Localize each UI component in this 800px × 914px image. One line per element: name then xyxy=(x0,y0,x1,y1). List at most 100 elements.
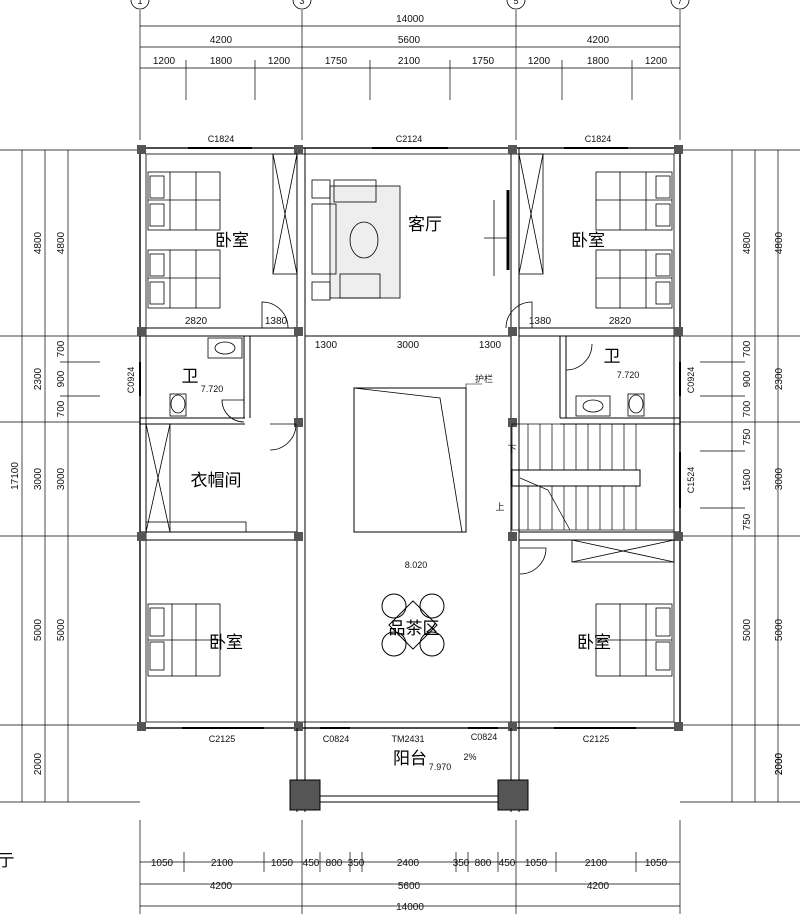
dim-side-inner: 900 xyxy=(56,370,67,387)
dim-bottom-row1: 450 xyxy=(499,858,516,869)
level-mark: 7.720 xyxy=(201,384,224,394)
room-bedroom-bottom-right: 卧室 xyxy=(577,633,611,653)
dim-top-row2: 4200 xyxy=(210,35,233,46)
dim-top-row3: 1200 xyxy=(268,56,291,67)
room-tea: 品茶区 xyxy=(389,619,440,639)
dim-side-inner: 700 xyxy=(56,400,67,417)
stair-down-label: 下 xyxy=(507,444,516,454)
dim-top-row3: 1800 xyxy=(210,56,233,67)
dim-top-row3: 1200 xyxy=(153,56,176,67)
axis-label: 5 xyxy=(513,0,518,6)
dim-side-inner: 5000 xyxy=(56,618,67,641)
window-label: C2125 xyxy=(209,734,236,744)
dim-bottom-row1: 800 xyxy=(475,858,492,869)
rail-label: 护栏 xyxy=(475,373,493,384)
stair-up-label: 上 xyxy=(495,502,504,512)
dim-side-outer: 2000 xyxy=(774,752,785,775)
room-living: 客厅 xyxy=(408,215,442,235)
dim-bottom-row1: 1050 xyxy=(151,858,174,869)
dim-side-inner: 3000 xyxy=(56,467,67,490)
dim-side-inner: 5000 xyxy=(742,618,753,641)
cut-off-text: 亍 xyxy=(0,851,15,871)
dim-interior: 1300 xyxy=(479,340,502,351)
dim-side-inner: 4800 xyxy=(56,231,67,254)
axis-label: 7 xyxy=(677,0,682,6)
dim-bottom-row1: 350 xyxy=(453,858,470,869)
door-label: TM2431 xyxy=(391,734,424,744)
axis-label: 3 xyxy=(299,0,304,6)
dim-top-row3: 1200 xyxy=(528,56,551,67)
room-closet: 衣帽间 xyxy=(191,471,242,491)
dim-bottom-row1: 450 xyxy=(303,858,320,869)
dim-top-row3: 1750 xyxy=(325,56,348,67)
dim-bottom-row1: 350 xyxy=(348,858,365,869)
dim-side-inner: 2000 xyxy=(774,752,785,775)
stair-void xyxy=(353,383,482,533)
bottom-dimensions xyxy=(139,820,681,914)
room-bath-right: 卫 xyxy=(604,347,621,367)
bath-fixtures xyxy=(169,337,645,417)
dim-top-row3: 1200 xyxy=(645,56,668,67)
dim-interior: 2820 xyxy=(609,316,632,327)
dim-bottom-row1: 2400 xyxy=(397,858,420,869)
dim-bottom-row2: 4200 xyxy=(210,881,233,892)
tea-set xyxy=(381,593,445,657)
room-bedroom-top-right: 卧室 xyxy=(571,231,605,251)
window-label: C0824 xyxy=(323,734,350,744)
dim-side-outer: 2000 xyxy=(33,752,44,775)
window-label: C0924 xyxy=(686,367,696,394)
living-furniture xyxy=(311,179,510,301)
dim-top-row2: 4200 xyxy=(587,35,610,46)
slope-mark: 2% xyxy=(463,752,476,762)
dim-bottom-row1: 2100 xyxy=(211,858,234,869)
dim-top-row2: 5600 xyxy=(398,35,421,46)
window-label: C2125 xyxy=(583,734,610,744)
dim-interior: 1380 xyxy=(529,316,552,327)
dim-side-inner: 900 xyxy=(742,370,753,387)
dim-top-total: 14000 xyxy=(396,14,424,25)
dim-side-outer: 4800 xyxy=(774,231,785,254)
dim-side-inner: 750 xyxy=(742,513,753,530)
dim-top-row3: 2100 xyxy=(398,56,421,67)
dim-bottom-row1: 800 xyxy=(326,858,343,869)
room-bedroom-bottom-left: 卧室 xyxy=(209,633,243,653)
dim-bottom-total: 14000 xyxy=(396,902,424,913)
level-mark: 7.970 xyxy=(429,762,452,772)
dim-bottom-row2: 4200 xyxy=(587,881,610,892)
dim-side-total: 17100 xyxy=(10,462,21,490)
window-label: C0924 xyxy=(126,367,136,394)
dim-side-inner: 4800 xyxy=(742,231,753,254)
dim-side-inner: 1500 xyxy=(742,468,753,491)
dim-side-outer: 2300 xyxy=(774,367,785,390)
dim-bottom-row1: 1050 xyxy=(645,858,668,869)
dim-side-outer: 3000 xyxy=(33,467,44,490)
columns xyxy=(137,145,683,731)
dim-side-outer: 5000 xyxy=(33,618,44,641)
stairs xyxy=(511,423,675,531)
windows xyxy=(139,147,681,729)
window-label: C0824 xyxy=(471,732,498,742)
dim-side-inner: 700 xyxy=(742,340,753,357)
window-label: C1824 xyxy=(208,134,235,144)
window-label: C1524 xyxy=(686,467,696,494)
top-dimensions xyxy=(139,10,681,140)
dim-side-outer: 3000 xyxy=(774,467,785,490)
axis-bubbles xyxy=(130,0,690,10)
axis-label: 1 xyxy=(137,0,142,6)
level-mark: 7.720 xyxy=(617,370,640,380)
doors xyxy=(221,301,593,575)
beds xyxy=(147,171,673,677)
dim-bottom-row1: 1050 xyxy=(525,858,548,869)
dim-side-outer: 4800 xyxy=(33,231,44,254)
side-dimensions xyxy=(0,149,800,803)
dim-bottom-row2: 5600 xyxy=(398,881,421,892)
dim-side-outer: 2300 xyxy=(33,367,44,390)
dim-side-outer: 5000 xyxy=(774,618,785,641)
dim-top-row3: 1750 xyxy=(472,56,495,67)
dim-interior: 1300 xyxy=(315,340,338,351)
dim-side-inner: 700 xyxy=(742,400,753,417)
dim-interior: 2820 xyxy=(185,316,208,327)
dim-side-inner: 750 xyxy=(742,428,753,445)
room-bedroom-top-left: 卧室 xyxy=(215,231,249,251)
